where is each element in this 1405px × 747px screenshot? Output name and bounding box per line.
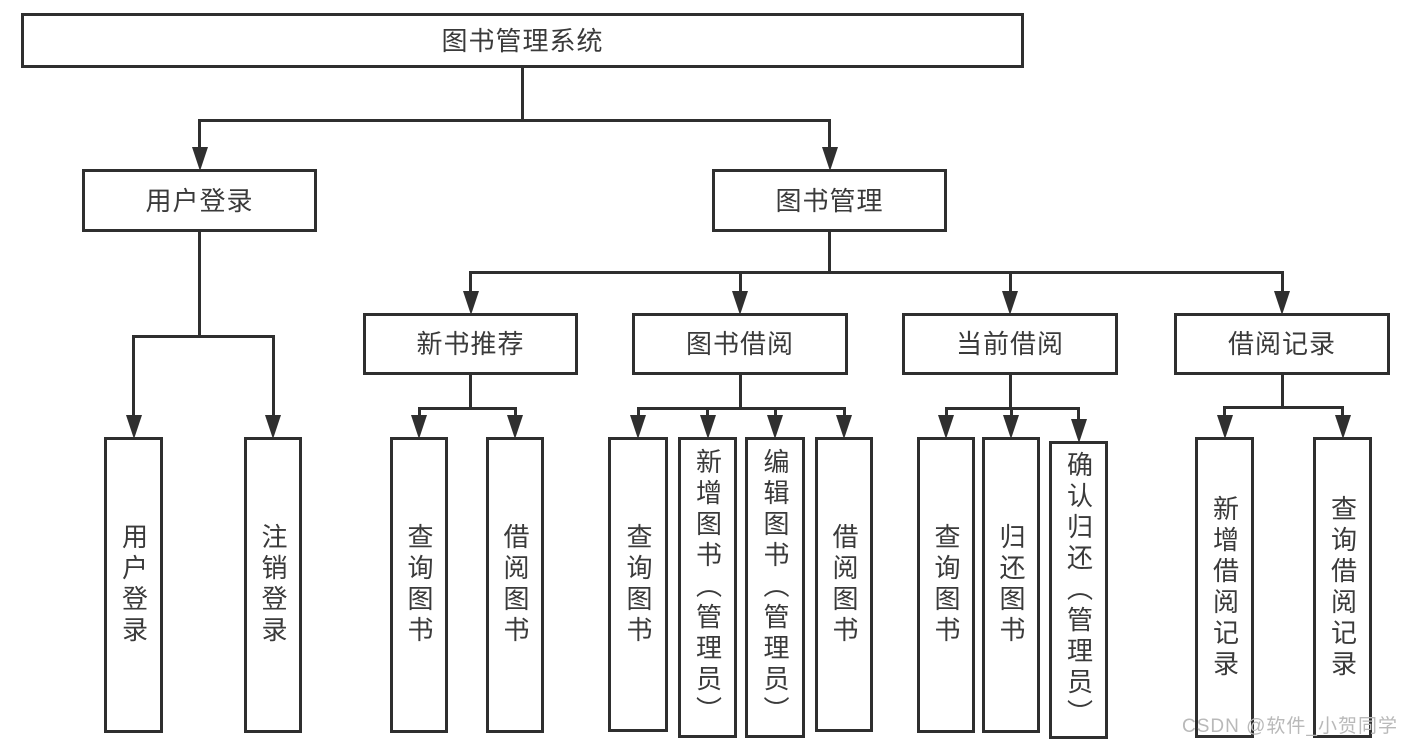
- node-current-return-books: 归还图书: [982, 437, 1040, 733]
- arrowhead-down-icon: [767, 415, 783, 439]
- node-records-add-borrow-record: 新增借阅记录: [1195, 437, 1254, 738]
- arrowhead-down-icon: [1216, 415, 1233, 439]
- connector-line: [1009, 407, 1013, 417]
- connector-line: [132, 335, 135, 417]
- arrowhead-down-icon: [938, 415, 954, 439]
- node-label: 借阅记录: [1227, 329, 1336, 359]
- node-borrowing-edit-books-admin: 编辑图书（管理员）: [745, 437, 805, 738]
- connector-line: [1280, 375, 1284, 409]
- node-label: 查询借阅记录: [1327, 494, 1358, 681]
- arrowhead-down-icon: [1070, 419, 1087, 443]
- arrowhead-down-icon: [699, 415, 716, 439]
- node-label: 归还图书: [996, 523, 1026, 647]
- connector-line: [469, 271, 1284, 274]
- connector-line: [469, 375, 472, 410]
- arrowhead-down-icon: [1274, 291, 1290, 315]
- connector-line: [198, 119, 831, 122]
- connector-line: [738, 375, 742, 410]
- arrowhead-down-icon: [821, 147, 838, 171]
- node-book-borrowing: 图书借阅: [632, 313, 848, 375]
- node-logout-login: 注销登录: [244, 437, 302, 733]
- arrowhead-down-icon: [462, 291, 479, 315]
- connector-line: [773, 407, 777, 417]
- node-records-query-borrow-record: 查询借阅记录: [1313, 437, 1372, 738]
- arrowhead-down-icon: [1334, 415, 1351, 439]
- node-library-system: 图书管理系统: [21, 13, 1024, 68]
- arrowhead-down-icon: [125, 415, 142, 439]
- arrowhead-down-icon: [265, 415, 281, 439]
- node-label: 用户登录: [145, 185, 254, 216]
- node-borrowing-add-books-admin: 新增图书（管理员）: [678, 437, 737, 738]
- node-recommend-borrow-books: 借阅图书: [486, 437, 544, 733]
- connector-line: [842, 407, 846, 417]
- node-label: 编辑图书（管理员）: [760, 448, 790, 727]
- connector-line: [469, 271, 472, 293]
- connector-line: [738, 271, 742, 293]
- node-label: 图书借阅: [685, 329, 794, 359]
- connector-line: [944, 407, 948, 417]
- connector-line: [417, 407, 517, 410]
- node-label: 查询图书: [623, 522, 653, 647]
- node-user-login: 用户登录: [104, 437, 163, 733]
- node-label: 当前借阅: [955, 329, 1064, 359]
- node-label: 查询图书: [404, 523, 434, 647]
- arrowhead-down-icon: [507, 415, 523, 439]
- node-label: 借阅图书: [829, 522, 859, 647]
- connector-line: [1077, 407, 1080, 421]
- arrowhead-down-icon: [1003, 415, 1019, 439]
- arrowhead-down-icon: [191, 147, 208, 171]
- node-label: 借阅图书: [500, 523, 530, 647]
- arrowhead-down-icon: [732, 291, 748, 315]
- node-label: 新增借阅记录: [1209, 494, 1240, 681]
- connector-line: [521, 68, 524, 122]
- connector-line: [1223, 406, 1344, 409]
- node-borrowing-query-books: 查询图书: [608, 437, 668, 732]
- connector-line: [132, 335, 275, 338]
- connector-line: [1341, 406, 1344, 417]
- node-current-borrowing: 当前借阅: [902, 313, 1118, 375]
- arrowhead-down-icon: [411, 415, 427, 439]
- connector-line: [1008, 375, 1012, 410]
- arrowhead-down-icon: [1002, 291, 1018, 315]
- arrowhead-down-icon: [630, 415, 646, 439]
- node-label: 新书推荐: [416, 329, 525, 359]
- connector-line: [198, 119, 201, 149]
- node-current-confirm-return-admin: 确认归还（管理员）: [1049, 441, 1108, 739]
- connector-line: [636, 407, 640, 417]
- connector-line: [706, 407, 709, 417]
- node-label: 确认归还（管理员）: [1063, 450, 1094, 730]
- connector-line: [513, 407, 517, 417]
- node-label: 查询图书: [931, 523, 961, 647]
- node-book-management: 图书管理: [712, 169, 947, 232]
- node-label: 注销登录: [258, 523, 288, 647]
- connector-line: [271, 335, 275, 417]
- arrowhead-down-icon: [836, 415, 852, 439]
- node-label: 图书管理: [775, 185, 884, 216]
- connector-line: [828, 119, 831, 149]
- node-recommend-query-books: 查询图书: [390, 437, 448, 733]
- node-label: 图书管理系统: [441, 25, 604, 56]
- node-borrow-records: 借阅记录: [1174, 313, 1390, 375]
- connector-line: [1008, 271, 1012, 293]
- watermark: CSDN @软件_小贺同学: [1182, 716, 1398, 737]
- connector-line: [1223, 406, 1226, 417]
- node-current-query-books: 查询图书: [917, 437, 975, 733]
- node-borrowing-borrow-books: 借阅图书: [815, 437, 873, 732]
- node-label: 新增图书（管理员）: [692, 448, 723, 727]
- connector-line: [198, 232, 201, 338]
- connector-line: [636, 407, 846, 410]
- connector-line: [1280, 271, 1284, 293]
- node-user-login-branch: 用户登录: [82, 169, 317, 232]
- node-label: 用户登录: [118, 523, 149, 647]
- node-new-book-recommend: 新书推荐: [363, 313, 578, 375]
- connector-line: [828, 232, 831, 274]
- connector-line: [417, 407, 421, 417]
